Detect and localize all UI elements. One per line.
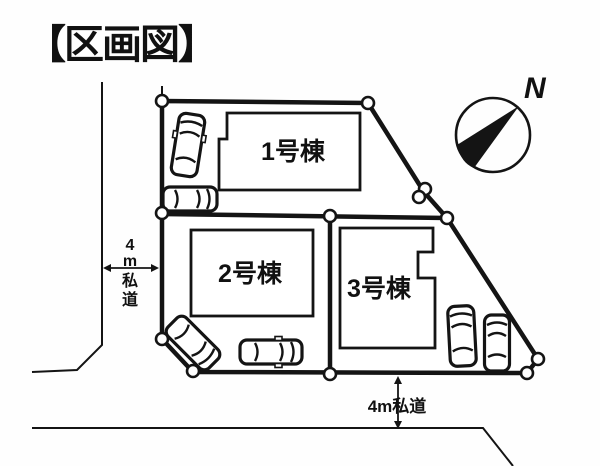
building-2-outline xyxy=(189,228,315,318)
vertex-marker xyxy=(154,93,170,109)
boundary-vertex-markers xyxy=(154,93,546,382)
vertex-marker xyxy=(411,189,427,205)
dimension-left-road: 4 m 私 道 xyxy=(103,237,159,309)
dimension-bottom-road: 4m私道 xyxy=(368,376,427,429)
car-icon xyxy=(446,304,478,368)
lot-division-lines xyxy=(161,211,448,374)
car-icon xyxy=(169,111,208,179)
car-icon xyxy=(161,185,219,213)
vertex-marker xyxy=(439,210,455,226)
road-edge-bottom xyxy=(32,427,514,466)
page-title: 【区画図】 xyxy=(26,23,218,67)
car-icon xyxy=(164,314,222,372)
north-label: N xyxy=(524,72,547,105)
building-3-label: 3号棟 xyxy=(347,275,412,303)
arrowhead-icon xyxy=(151,264,159,272)
arrowhead-icon xyxy=(394,421,402,429)
building-2-label: 2号棟 xyxy=(218,260,283,288)
left-road-label-char: m xyxy=(123,253,137,270)
vertex-marker xyxy=(322,208,338,224)
vertex-marker xyxy=(519,365,535,381)
building-3-outline xyxy=(338,226,437,350)
buildings xyxy=(189,111,437,350)
vertex-marker xyxy=(530,351,546,367)
compass-circle xyxy=(454,96,532,174)
compass-icon: N xyxy=(454,72,547,174)
arrowhead-icon xyxy=(394,376,402,384)
arrowhead-icon xyxy=(103,264,111,272)
left-road-label-char: 4 xyxy=(126,237,135,254)
vertex-marker xyxy=(360,95,376,111)
lot-divider-horizontal xyxy=(161,211,448,221)
bottom-road-label: 4m私道 xyxy=(368,396,427,416)
vertex-marker xyxy=(154,331,170,347)
car-icon xyxy=(482,313,512,373)
vertex-marker xyxy=(154,205,170,221)
vertex-marker xyxy=(322,366,338,382)
cars xyxy=(161,111,512,373)
vertex-marker xyxy=(185,363,201,379)
building-1-outline xyxy=(217,111,362,192)
building-1-label: 1号棟 xyxy=(261,138,326,166)
left-road-label-char: 私 xyxy=(122,272,138,290)
road-edge-left xyxy=(31,82,103,373)
left-road-label-char: 道 xyxy=(122,290,138,309)
car-icon xyxy=(238,335,304,369)
compass-needle xyxy=(457,106,519,168)
